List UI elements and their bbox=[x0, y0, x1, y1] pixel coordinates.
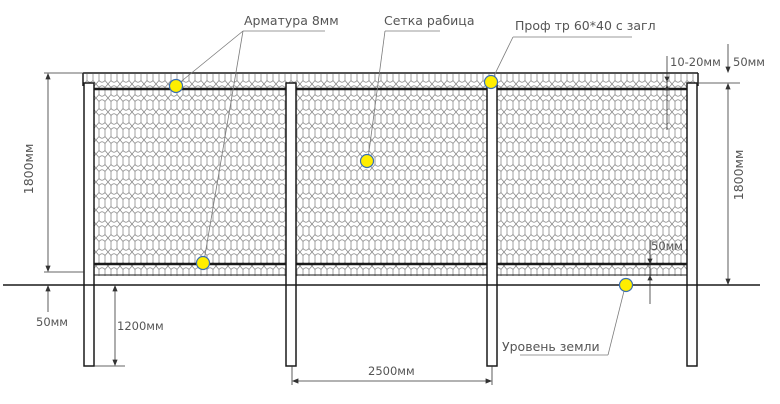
top-gap-dimension: 10-20мм bbox=[670, 55, 721, 69]
top-offset-dimension: 50мм bbox=[733, 55, 765, 69]
mesh-callout-label: Сетка рабица bbox=[384, 13, 475, 28]
right-height-dimension: 1800мм bbox=[730, 149, 746, 201]
post-1 bbox=[83, 82, 95, 367]
post-2 bbox=[285, 82, 297, 367]
posts bbox=[83, 82, 698, 367]
ground-callout-label: Уровень земли bbox=[502, 339, 600, 354]
rebar-bottom-marker bbox=[195, 255, 211, 271]
mesh-marker bbox=[359, 153, 375, 169]
rebar-rails bbox=[94, 87, 687, 276]
markers bbox=[168, 74, 634, 293]
post-depth-dimension: 1200мм bbox=[117, 319, 164, 333]
ground-marker bbox=[618, 277, 634, 293]
post-3 bbox=[486, 82, 498, 367]
post-4 bbox=[686, 82, 698, 367]
post-marker bbox=[483, 74, 499, 90]
rebar-top-marker bbox=[168, 78, 184, 94]
dimension-lines bbox=[44, 44, 740, 385]
top-frame bbox=[82, 72, 699, 86]
post-callout-label: Проф тр 60*40 с загл bbox=[515, 18, 656, 33]
post-spacing-dimension: 2500мм bbox=[368, 364, 415, 378]
rebar-callout-label: Арматура 8мм bbox=[244, 13, 339, 28]
ground-clearance-dimension: 50мм bbox=[36, 315, 68, 329]
left-height-dimension: 1800мм bbox=[20, 143, 36, 195]
mesh-panels bbox=[84, 74, 697, 276]
bottom-gap-dimension: 50мм bbox=[651, 239, 683, 253]
callout-leaders bbox=[177, 30, 632, 356]
